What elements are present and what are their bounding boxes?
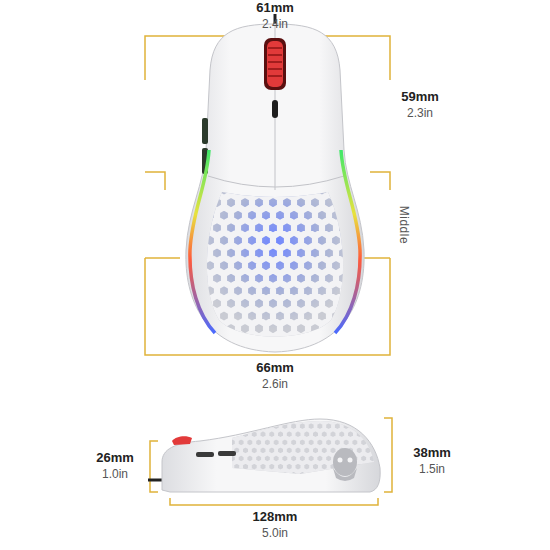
dimension-inch: 1.0in (102, 468, 128, 482)
dimension-mm: 61mm (256, 1, 294, 16)
dimension-mm: 38mm (413, 446, 451, 461)
dimension-inch: 1.5in (419, 463, 445, 477)
honeycomb-web (224, 414, 380, 479)
mouse-top-body (186, 24, 364, 352)
side-button (202, 118, 208, 144)
dimension-inch: 5.0in (262, 527, 288, 541)
dimension-mm: 128mm (253, 510, 298, 525)
dpi-button (272, 100, 278, 118)
side-button (196, 452, 214, 457)
wheel-ridges (268, 48, 282, 76)
side-button (218, 451, 236, 456)
rgb-strip (335, 150, 360, 333)
cable (148, 479, 162, 482)
dimension-inch: 2.6in (262, 378, 288, 392)
scroll-wheel (172, 436, 192, 445)
honeycomb-side (224, 414, 380, 479)
dimension-inch: 2.3in (407, 107, 433, 121)
dimension-mm: 66mm (256, 361, 294, 376)
section-name: Middle (396, 206, 410, 244)
scroll-well (264, 38, 286, 90)
dimension-inch: 2.4in (262, 18, 288, 32)
logo-eyes (338, 458, 353, 463)
honeycomb-web (190, 183, 355, 347)
logo (333, 448, 357, 481)
scroll-wheel (267, 41, 283, 87)
button-edge (208, 176, 344, 187)
rgb-strip (166, 484, 374, 488)
honeycomb-top (190, 183, 355, 347)
rgb-strip (190, 150, 215, 333)
dimension-mm: 59mm (401, 90, 439, 105)
dimension-mm: 26mm (96, 451, 134, 466)
